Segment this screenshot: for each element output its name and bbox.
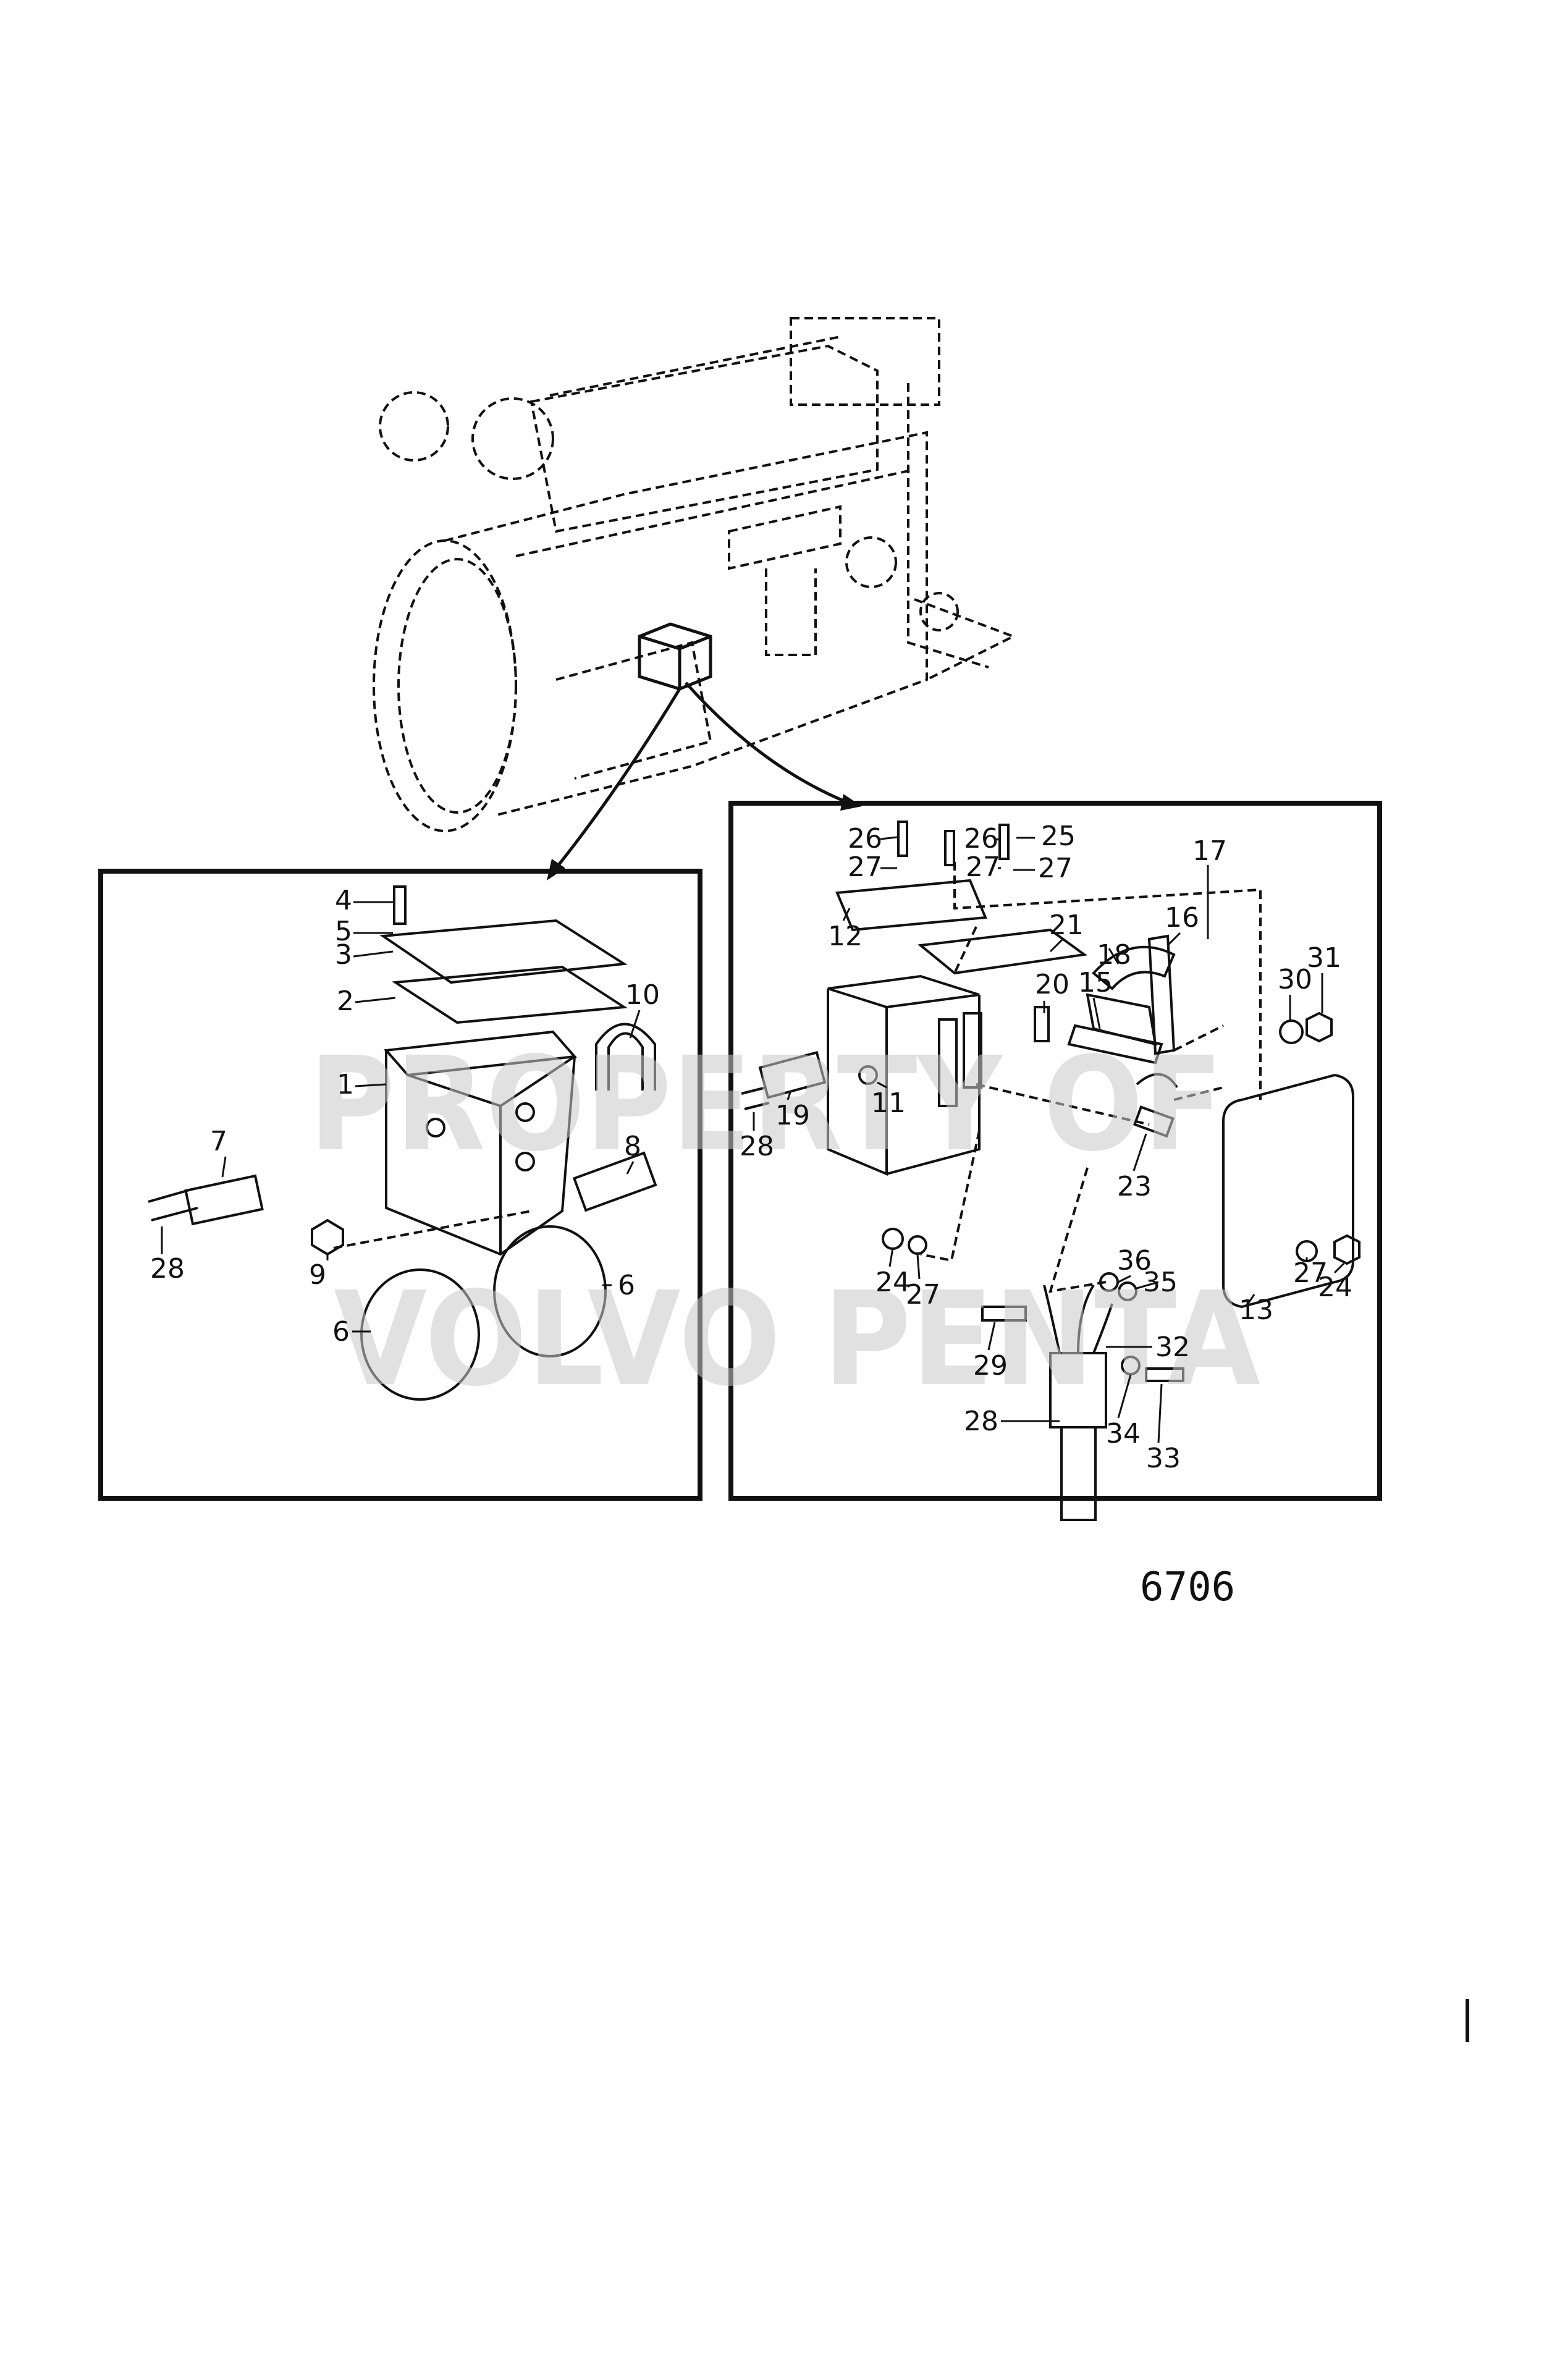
callout-label: 17 bbox=[1192, 835, 1227, 867]
callout-label: 27 bbox=[966, 851, 1000, 883]
right-dashed-connectors bbox=[920, 862, 1262, 1293]
watermark-line-1: PROPERTY OF bbox=[309, 1029, 1223, 1180]
callout-label: 30 bbox=[1278, 964, 1312, 995]
callout-label: 27 bbox=[906, 1279, 940, 1310]
watermark: PROPERTY OF VOLVO PENTA bbox=[309, 1029, 1260, 1415]
callout-label: 2 bbox=[337, 985, 354, 1017]
callout-label: 6 bbox=[332, 1316, 350, 1348]
callout-label: 26 bbox=[964, 823, 998, 855]
callout-label: 6 bbox=[618, 1270, 635, 1301]
callout-label: 12 bbox=[828, 921, 863, 952]
callout-label: 7 bbox=[210, 1126, 227, 1157]
callout-label: 24 bbox=[1318, 1272, 1352, 1303]
callout-label: 25 bbox=[1041, 821, 1076, 852]
callout-label: 26 bbox=[848, 823, 882, 855]
junction-box-on-engine bbox=[638, 622, 712, 691]
callout-label: 9 bbox=[309, 1259, 326, 1291]
callout-label: 8 bbox=[624, 1131, 641, 1162]
callout-label: 3 bbox=[335, 939, 352, 971]
callout-label: 19 bbox=[775, 1100, 810, 1131]
right-panel-labels: 26 26 25 27 27 27 17 12 21 18 16 20 15 3… bbox=[740, 821, 1352, 1474]
left-panel-labels: 4 5 3 2 1 10 7 8 9 28 6 6 bbox=[150, 885, 660, 1348]
right-panel-frame bbox=[728, 801, 1382, 1501]
callout-label: 31 bbox=[1307, 942, 1341, 974]
callout-label: 5 bbox=[335, 916, 352, 947]
callout-label: 36 bbox=[1117, 1245, 1152, 1277]
callout-label: 23 bbox=[1117, 1171, 1152, 1202]
callout-label: 11 bbox=[871, 1087, 906, 1119]
left-leader-lines bbox=[161, 901, 641, 1333]
callout-label: 32 bbox=[1155, 1331, 1190, 1363]
callout-label: 16 bbox=[1165, 902, 1199, 934]
callout-label: 28 bbox=[964, 1406, 998, 1437]
right-leader-lines bbox=[753, 836, 1345, 1443]
callout-label: 28 bbox=[150, 1253, 185, 1285]
callout-label: 34 bbox=[1106, 1418, 1141, 1450]
callout-label: 29 bbox=[973, 1350, 1008, 1382]
callout-label: 20 bbox=[1035, 969, 1069, 1000]
watermark-line-2: VOLVO PENTA bbox=[334, 1264, 1260, 1415]
callout-label: 1 bbox=[337, 1069, 354, 1100]
left-panel-parts bbox=[148, 885, 657, 1401]
callout-label: 27 bbox=[848, 851, 882, 883]
callout-label: 15 bbox=[1078, 967, 1113, 998]
callout-label: 35 bbox=[1143, 1267, 1178, 1298]
engine-illustration bbox=[373, 317, 1016, 832]
callout-label: 13 bbox=[1239, 1294, 1273, 1326]
callout-label: 33 bbox=[1146, 1443, 1181, 1474]
callout-label: 21 bbox=[1049, 909, 1084, 941]
callout-label: 10 bbox=[625, 979, 660, 1011]
left-dashed-connector bbox=[333, 1210, 532, 1249]
figure-number: 6706 bbox=[1140, 1564, 1235, 1610]
callout-arrows bbox=[555, 682, 847, 869]
callout-label: 24 bbox=[875, 1267, 910, 1298]
callout-label: 27 bbox=[1038, 853, 1073, 884]
callout-label: 28 bbox=[740, 1131, 774, 1162]
callout-label: 27 bbox=[1293, 1257, 1328, 1289]
callout-label: 4 bbox=[335, 885, 352, 916]
left-panel-frame bbox=[98, 869, 702, 1501]
